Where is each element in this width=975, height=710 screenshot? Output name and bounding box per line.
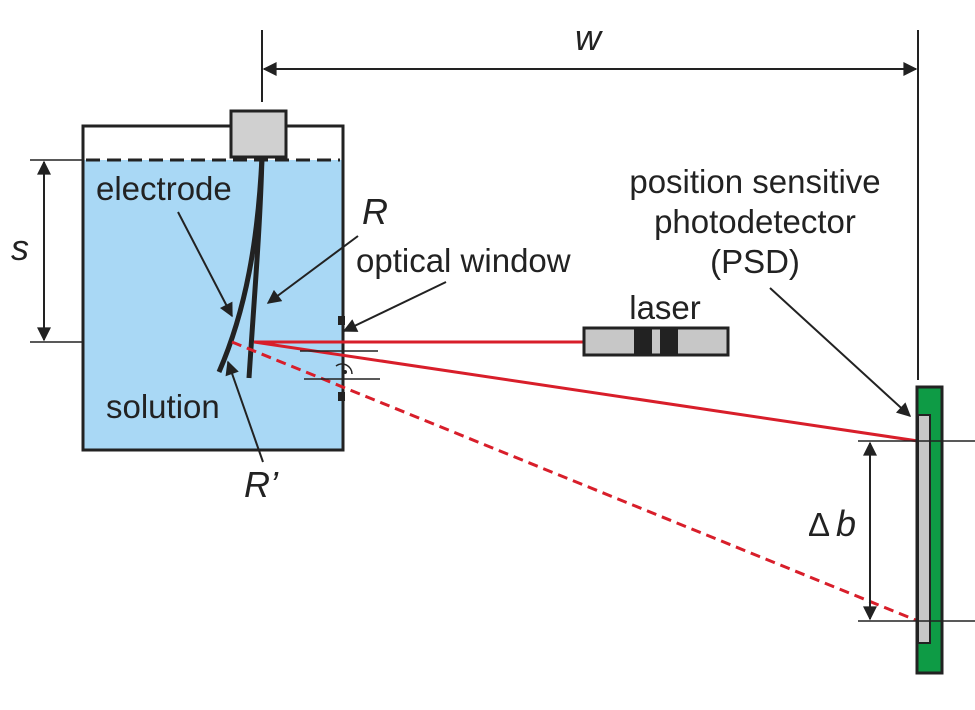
reflected-beam-shifted xyxy=(231,340,919,623)
width-dimension: w xyxy=(261,17,919,380)
right-angle-arc xyxy=(335,363,353,375)
psd-label-line1: position sensitive xyxy=(629,163,880,200)
width-label: w xyxy=(575,17,603,58)
laser-body xyxy=(582,326,730,357)
psd-label-line2: photodetector xyxy=(654,203,856,240)
cell-wall xyxy=(81,124,345,452)
delta-symbol: Δ xyxy=(808,506,830,543)
psd-leader xyxy=(769,287,912,417)
solution-fill xyxy=(84,160,342,450)
depth-label: s xyxy=(11,227,29,268)
window-mark-top xyxy=(338,316,345,325)
psd-detector xyxy=(915,385,944,675)
optical-window xyxy=(338,316,345,401)
psd-sensor xyxy=(917,414,931,644)
laser-band-right xyxy=(660,328,678,355)
right-angle-dot xyxy=(343,370,347,374)
electrochemical-cell xyxy=(81,109,345,452)
electrode-label: electrode xyxy=(96,170,232,207)
delta-b-dimension: Δ b xyxy=(808,440,975,622)
laser-label: laser xyxy=(629,289,701,326)
window-mark-bottom xyxy=(338,392,345,401)
laser-band-left xyxy=(634,328,652,355)
laser-beams xyxy=(231,340,919,623)
leader-lines xyxy=(177,211,912,463)
electrode-leader xyxy=(177,211,233,318)
radius-prime-label: R’ xyxy=(244,464,279,505)
angle-mark xyxy=(300,350,380,380)
optical-window-label: optical window xyxy=(356,242,571,279)
electrode-bent xyxy=(216,156,265,373)
solution-label: solution xyxy=(106,388,220,425)
radius-leader xyxy=(266,235,359,304)
electrode-holder xyxy=(229,109,288,159)
radius-label: R xyxy=(362,191,388,232)
psd-label-line3: (PSD) xyxy=(710,243,800,280)
window-leader xyxy=(342,281,447,332)
laser-device: laser xyxy=(582,289,730,357)
reflected-beam xyxy=(253,340,919,443)
radius-prime-leader xyxy=(225,360,264,463)
delta-b-label: b xyxy=(836,503,856,544)
